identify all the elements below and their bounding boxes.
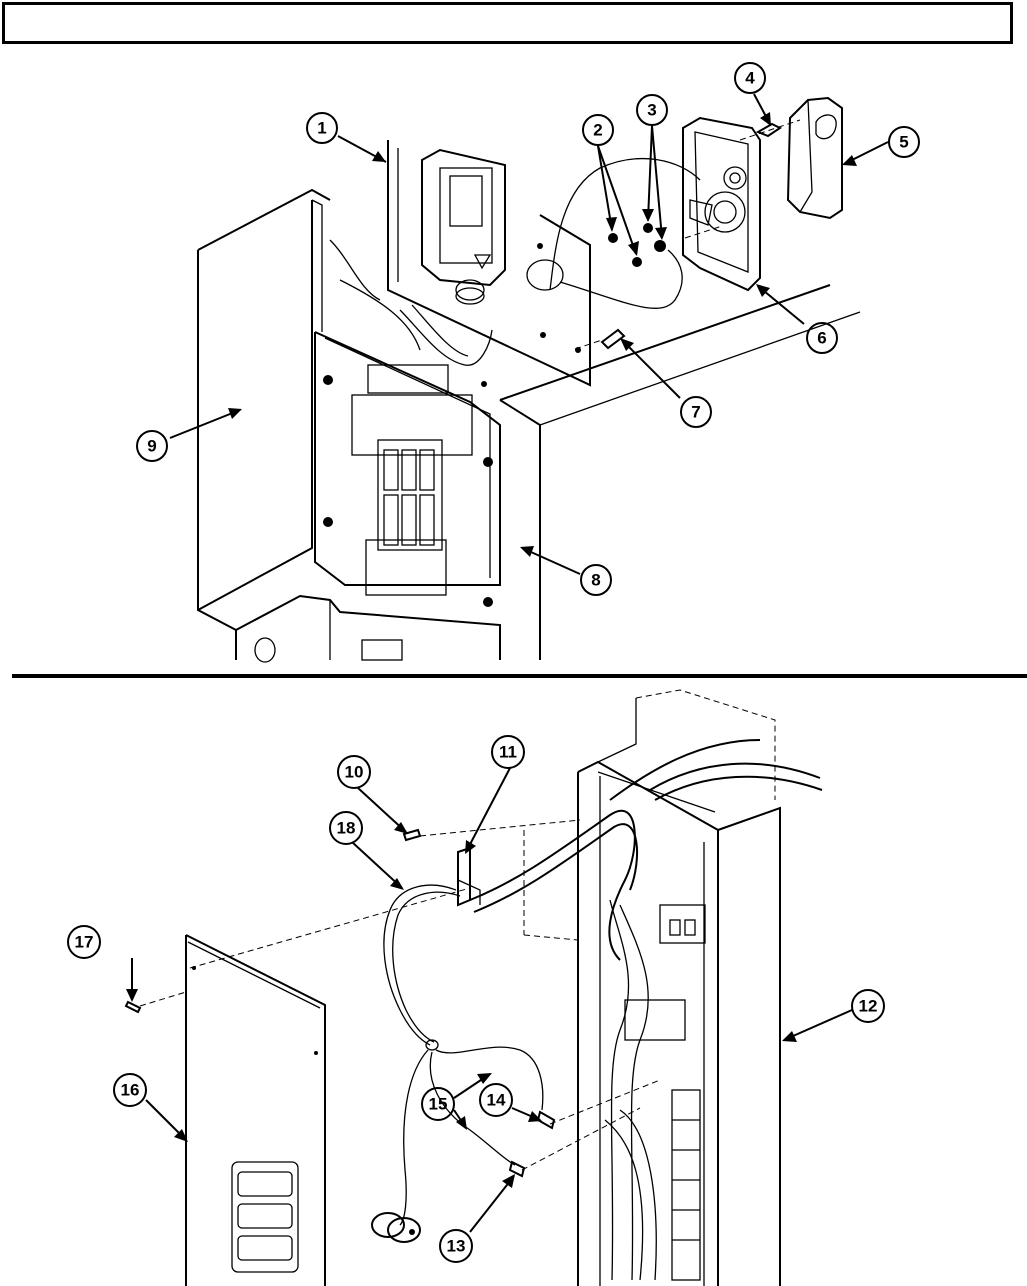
callout-14-label: 14 xyxy=(487,1091,506,1110)
bottom-exploded-view xyxy=(126,690,822,1286)
callouts: 1 2 3 4 5 6 7 8 9 10 11 12 13 14 15 16 1… xyxy=(68,63,919,1262)
callout-13-label: 13 xyxy=(447,1237,466,1256)
callout-16-label: 16 xyxy=(121,1081,140,1100)
callout-9-label: 9 xyxy=(147,437,156,456)
callout-3: 3 xyxy=(637,95,667,125)
callout-15-label: 15 xyxy=(429,1095,448,1114)
callout-1: 1 xyxy=(307,113,337,143)
callout-16: 16 xyxy=(114,1074,146,1106)
callout-3-label: 3 xyxy=(647,101,656,120)
callout-14: 14 xyxy=(480,1084,512,1116)
callout-5-label: 5 xyxy=(899,133,908,152)
callout-4: 4 xyxy=(735,63,765,93)
callout-18-label: 18 xyxy=(337,819,356,838)
callout-1-label: 1 xyxy=(317,119,326,138)
callout-4-label: 4 xyxy=(745,69,755,88)
callout-9: 9 xyxy=(137,431,167,461)
callout-6: 6 xyxy=(807,323,837,353)
callout-7-label: 7 xyxy=(691,403,700,422)
callout-6-label: 6 xyxy=(817,329,826,348)
callout-11-label: 11 xyxy=(499,743,517,762)
callout-5: 5 xyxy=(889,127,919,157)
top-leader-lines xyxy=(170,94,888,574)
callout-17-label: 17 xyxy=(75,933,94,952)
callout-10-label: 10 xyxy=(345,763,364,782)
callout-7: 7 xyxy=(681,397,711,427)
callout-8-label: 8 xyxy=(591,571,600,590)
callout-12: 12 xyxy=(852,990,884,1022)
callout-11: 11 xyxy=(492,736,524,768)
callout-2-label: 2 xyxy=(593,121,602,140)
callout-18: 18 xyxy=(330,812,362,844)
top-exploded-view xyxy=(198,98,860,662)
callout-2: 2 xyxy=(583,115,613,145)
callout-12-label: 12 xyxy=(859,997,878,1016)
callout-13: 13 xyxy=(440,1230,472,1262)
callout-15: 15 xyxy=(422,1088,454,1120)
callout-17: 17 xyxy=(68,926,100,958)
callout-10: 10 xyxy=(338,756,370,788)
callout-8: 8 xyxy=(581,565,611,595)
